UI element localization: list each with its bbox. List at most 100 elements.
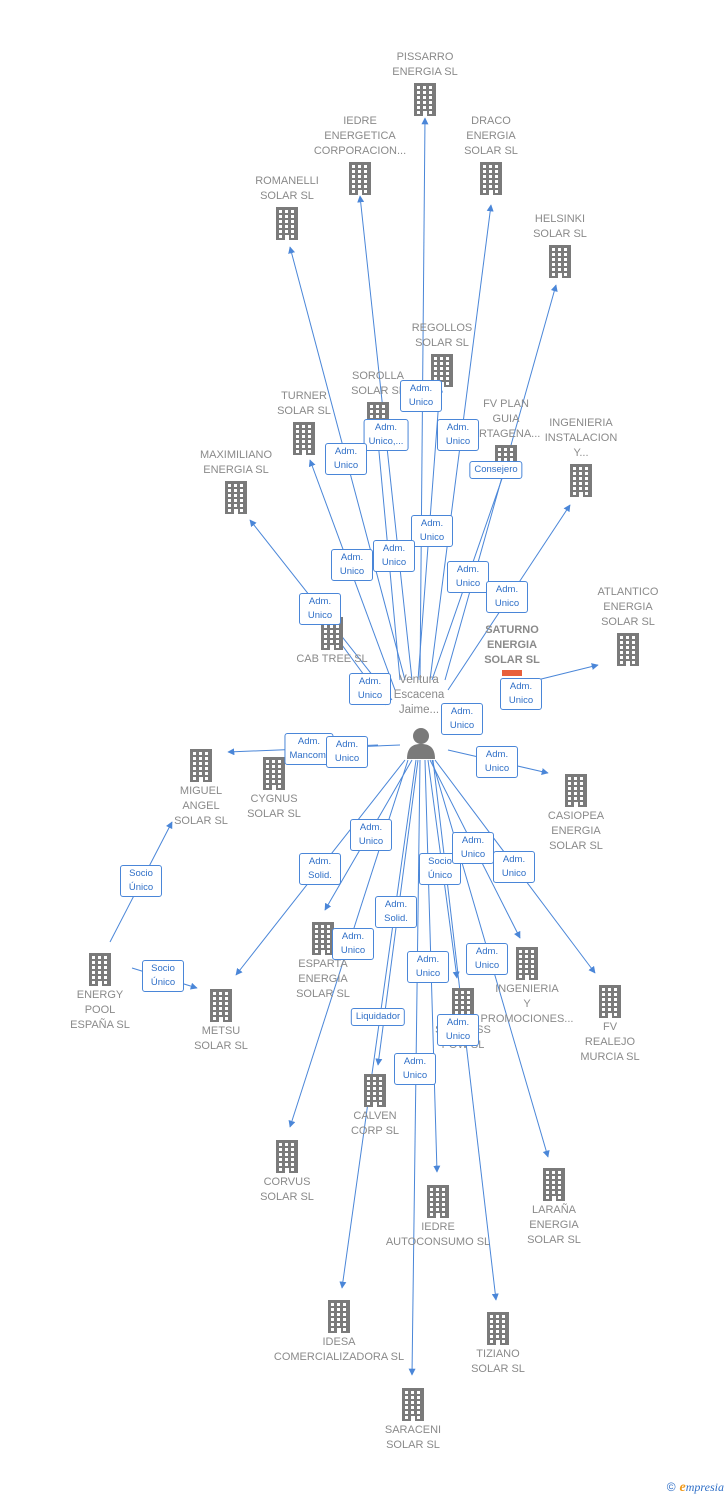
building-icon bbox=[321, 617, 343, 650]
company-label: CALVEN CORP SL bbox=[350, 1110, 400, 1137]
company-label: INGENIERIA INSTALACION Y... bbox=[544, 417, 618, 459]
company-label: SOROLLA SOLAR SL bbox=[351, 370, 405, 397]
company-label: IEDRE ENERGETICA CORPORACION... bbox=[313, 115, 407, 157]
company-node-cygnus[interactable]: CYGNUS SOLAR SL bbox=[204, 754, 344, 822]
company-node-tiziano[interactable]: TIZIANO SOLAR SL bbox=[428, 1309, 568, 1377]
relation-label[interactable]: Adm. Unico bbox=[373, 540, 415, 572]
company-node-maximiliano[interactable]: MAXIMILIANO ENERGIA SL bbox=[166, 448, 306, 516]
company-node-helsinki[interactable]: HELSINKI SOLAR SL bbox=[490, 212, 630, 280]
company-node-esparta[interactable]: ESPARTA ENERGIA SOLAR SL bbox=[253, 919, 393, 1002]
relation-label[interactable]: Adm. Unico bbox=[350, 819, 392, 851]
company-label: IDESA COMERCIALIZADORA SL bbox=[273, 1336, 405, 1363]
company-node-fv-realejo[interactable]: FV REALEJO MURCIA SL bbox=[540, 982, 680, 1065]
brand-footer: ©empresia bbox=[667, 1480, 724, 1496]
building-icon bbox=[487, 1312, 509, 1345]
relation-label[interactable]: Adm. Unico bbox=[486, 581, 528, 613]
company-node-regollos[interactable]: REGOLLOS SOLAR SL bbox=[372, 321, 512, 389]
building-icon bbox=[516, 947, 538, 980]
building-icon bbox=[276, 1140, 298, 1173]
relation-label[interactable]: Consejero bbox=[469, 461, 523, 479]
company-label: MAXIMILIANO ENERGIA SL bbox=[199, 449, 273, 476]
company-node-cabtree[interactable]: CAB TREE SL bbox=[262, 614, 402, 667]
building-icon bbox=[402, 1388, 424, 1421]
company-node-pissarro[interactable]: PISSARRO ENERGIA SL bbox=[355, 50, 495, 118]
company-label: ROMANELLI SOLAR SL bbox=[255, 175, 319, 202]
building-icon bbox=[414, 83, 436, 116]
company-label: SATURNO ENERGIA SOLAR SL bbox=[484, 624, 540, 666]
company-node-casiopea[interactable]: CASIOPEA ENERGIA SOLAR SL bbox=[506, 771, 646, 854]
building-icon bbox=[225, 481, 247, 514]
relation-label[interactable]: Adm. Unico bbox=[500, 678, 542, 710]
building-icon bbox=[543, 1168, 565, 1201]
company-label: IEDRE AUTOCONSUMO SL bbox=[385, 1221, 491, 1248]
relation-label[interactable]: Liquidador bbox=[350, 1008, 406, 1026]
company-node-energy-pool[interactable]: ENERGY POOL ESPAÑA SL bbox=[30, 950, 170, 1033]
relation-label[interactable]: Adm. Unico bbox=[452, 832, 494, 864]
relation-label[interactable]: Adm. Unico bbox=[394, 1053, 436, 1085]
relation-label[interactable]: Adm. Unico bbox=[349, 673, 391, 705]
brand-logo-initial: e bbox=[679, 1480, 686, 1495]
company-label: CASIOPEA ENERGIA SOLAR SL bbox=[547, 810, 605, 852]
company-node-idesa[interactable]: IDESA COMERCIALIZADORA SL bbox=[269, 1297, 409, 1365]
company-label: TURNER SOLAR SL bbox=[277, 390, 331, 417]
relation-label[interactable]: Adm. Unico bbox=[325, 443, 367, 475]
company-label: FV PLAN GUIA ARTAGENA... bbox=[471, 398, 541, 440]
building-icon bbox=[328, 1300, 350, 1333]
company-node-larana[interactable]: LARAÑA ENERGIA SOLAR SL bbox=[484, 1165, 624, 1248]
company-node-atlantico[interactable]: ATLANTICO ENERGIA SOLAR SL bbox=[558, 585, 698, 668]
building-icon bbox=[427, 1185, 449, 1218]
relation-label[interactable]: Adm. Solid. bbox=[375, 896, 417, 928]
relation-label[interactable]: Socio Único bbox=[142, 960, 184, 992]
company-label: CAB TREE SL bbox=[296, 653, 368, 665]
building-icon bbox=[276, 207, 298, 240]
company-node-ingenieria-instalacion[interactable]: INGENIERIA INSTALACION Y... bbox=[511, 416, 651, 499]
copyright-symbol: © bbox=[666, 1480, 676, 1494]
relation-label[interactable]: Adm. Unico bbox=[326, 736, 368, 768]
relation-label[interactable]: Adm. Unico bbox=[441, 703, 483, 735]
company-node-miguel-angel[interactable]: MIGUEL ANGEL SOLAR SL bbox=[131, 746, 271, 829]
company-node-saturno[interactable]: SATURNO ENERGIA SOLAR SL bbox=[442, 623, 582, 676]
company-node-ingenieria-promociones[interactable]: INGENIERIA Y PROMOCIONES... bbox=[457, 944, 597, 1027]
company-node-iedre-energetica[interactable]: IEDRE ENERGETICA CORPORACION... bbox=[290, 114, 430, 197]
focus-marker bbox=[502, 670, 522, 676]
company-label: ATLANTICO ENERGIA SOLAR SL bbox=[597, 586, 659, 628]
relation-label[interactable]: Socio Único bbox=[120, 865, 162, 897]
company-node-corvus[interactable]: CORVUS SOLAR SL bbox=[217, 1137, 357, 1205]
company-label: DRACO ENERGIA SOLAR SL bbox=[464, 115, 518, 157]
relation-label[interactable]: Adm. Unico bbox=[493, 851, 535, 883]
company-label: FV REALEJO MURCIA SL bbox=[580, 1021, 640, 1063]
company-node-draco[interactable]: DRACO ENERGIA SOLAR SL bbox=[421, 114, 561, 197]
relation-label[interactable]: Adm. Unico bbox=[476, 746, 518, 778]
relation-label[interactable]: Adm. Unico,... bbox=[363, 419, 409, 451]
person-icon bbox=[407, 728, 435, 759]
company-node-saraceni[interactable]: SARACENI SOLAR SL bbox=[343, 1385, 483, 1453]
company-node-calven[interactable]: CALVEN CORP SL bbox=[305, 1071, 445, 1139]
brand-logo-text: mpresia bbox=[685, 1480, 724, 1494]
building-icon bbox=[570, 464, 592, 497]
relation-label[interactable]: Adm. Unico bbox=[407, 951, 449, 983]
relation-label[interactable]: Adm. Unico bbox=[400, 380, 442, 412]
relation-label[interactable]: Adm. Unico bbox=[411, 515, 453, 547]
company-label: MIGUEL ANGEL SOLAR SL bbox=[174, 785, 228, 827]
relation-label[interactable]: Adm. Unico bbox=[299, 593, 341, 625]
relation-label[interactable]: Adm. Solid. bbox=[299, 853, 341, 885]
company-node-iedre-autoconsumo[interactable]: IEDRE AUTOCONSUMO SL bbox=[368, 1182, 508, 1250]
relation-label[interactable]: Adm. Unico bbox=[332, 928, 374, 960]
relation-label[interactable]: Adm. Unico bbox=[331, 549, 373, 581]
company-node-metsu[interactable]: METSU SOLAR SL bbox=[151, 986, 291, 1054]
building-icon bbox=[293, 422, 315, 455]
person-node[interactable] bbox=[406, 726, 436, 760]
company-label: LARAÑA ENERGIA SOLAR SL bbox=[527, 1204, 581, 1246]
relation-label[interactable]: Adm. Unico bbox=[447, 561, 489, 593]
company-node-turner[interactable]: TURNER SOLAR SL bbox=[234, 389, 374, 457]
company-label: ENERGY POOL ESPAÑA SL bbox=[70, 989, 130, 1031]
relation-label[interactable]: Adm. Unico bbox=[437, 419, 479, 451]
company-node-romanelli[interactable]: ROMANELLI SOLAR SL bbox=[217, 174, 357, 242]
relation-label[interactable]: Adm. Unico bbox=[466, 943, 508, 975]
building-icon bbox=[480, 162, 502, 195]
relation-label[interactable]: Adm. Unico bbox=[437, 1014, 479, 1046]
building-icon bbox=[89, 953, 111, 986]
company-label: TIZIANO SOLAR SL bbox=[471, 1348, 525, 1375]
company-label: CORVUS SOLAR SL bbox=[260, 1176, 314, 1203]
